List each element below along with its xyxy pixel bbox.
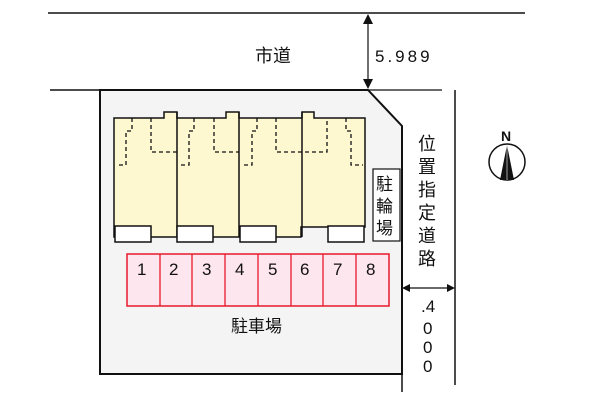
parking-space-3: 3 — [202, 260, 211, 279]
parking-space-2: 2 — [169, 260, 178, 279]
svg-text:0: 0 — [423, 338, 432, 357]
svg-text:路: 路 — [418, 249, 436, 270]
city-road-label: 市道 — [255, 46, 291, 67]
compass-north-label: N — [501, 128, 511, 144]
parking-space-4: 4 — [235, 260, 244, 279]
parking-space-1: 1 — [137, 260, 146, 279]
entrance-unit-4 — [327, 225, 365, 243]
apartment-building — [113, 111, 366, 243]
parking-space-6: 6 — [300, 260, 309, 279]
parking-spaces: 1 2 3 4 5 6 7 8 — [126, 253, 390, 307]
parking-space-7: 7 — [333, 260, 342, 279]
entrance-unit-3 — [239, 225, 277, 243]
bicycle-parking: 駐 輪 場 — [372, 168, 401, 242]
svg-text:駐: 駐 — [376, 175, 393, 195]
entrance-unit-2 — [176, 225, 214, 243]
parking-label: 駐車場 — [231, 317, 282, 337]
entrance-unit-1 — [114, 225, 152, 243]
svg-text:道: 道 — [418, 226, 436, 247]
parking-space-8: 8 — [366, 260, 375, 279]
svg-text:指: 指 — [418, 180, 436, 201]
svg-text:輪: 輪 — [376, 197, 393, 217]
svg-text:場: 場 — [376, 219, 393, 239]
svg-text:置: 置 — [418, 157, 436, 178]
svg-text:0: 0 — [423, 357, 432, 376]
designated-road-width-label: .4 0 0 0 — [421, 297, 435, 376]
designated-road-label: 位 置 指 定 道 路 — [418, 134, 436, 270]
svg-text:0: 0 — [423, 319, 432, 338]
svg-text:定: 定 — [418, 203, 436, 224]
city-road-width-label: 5.989 — [375, 47, 433, 66]
svg-text:.4: .4 — [421, 297, 435, 316]
svg-text:位: 位 — [418, 134, 436, 155]
designated-road-dimension-arrow — [402, 284, 455, 292]
north-compass-icon: N — [488, 128, 526, 181]
city-road-dimension-arrow — [363, 14, 373, 89]
parking-space-5: 5 — [268, 260, 277, 279]
